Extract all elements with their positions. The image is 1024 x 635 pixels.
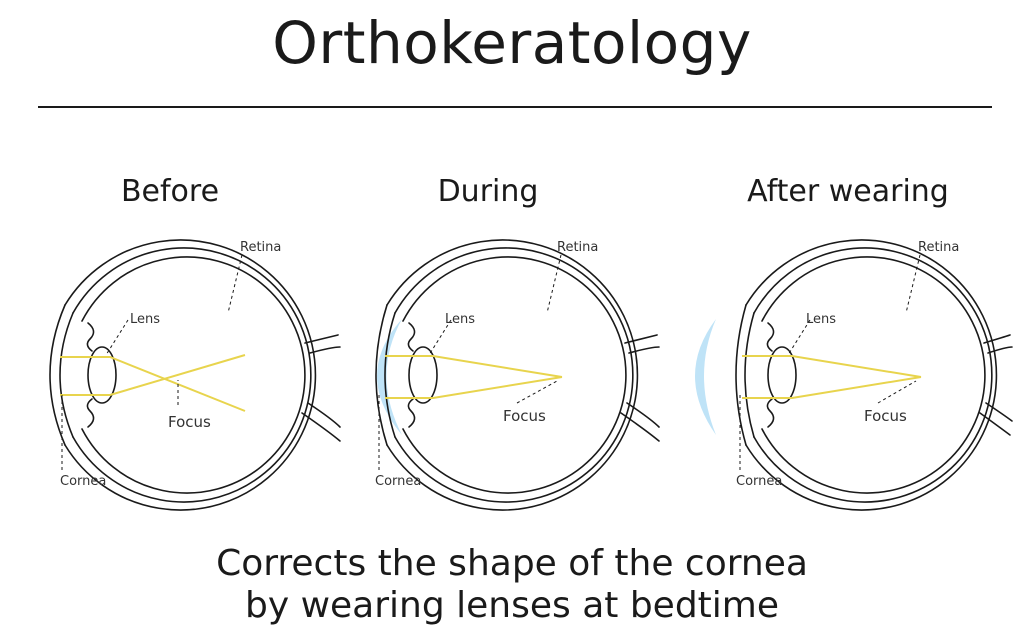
label-cornea: Cornea (736, 474, 782, 489)
optic-nerve-top (304, 334, 339, 344)
cornea-outer (735, 304, 747, 446)
light-ray-top (60, 356, 246, 412)
lens (87, 346, 117, 404)
heading-during: During (437, 174, 539, 209)
lens (767, 346, 797, 404)
label-lens: Lens (445, 312, 475, 327)
optic-nerve-bottom (979, 412, 1011, 436)
cornea-outer (375, 304, 388, 446)
eye-diagram-after-wearing: Retina Lens Focus Cornea (695, 239, 1013, 511)
sclera-inner (753, 247, 993, 503)
label-retina: Retina (240, 240, 281, 255)
light-ray-bottom (742, 376, 922, 399)
label-cornea: Cornea (60, 474, 106, 489)
sclera-outer (386, 239, 639, 511)
light-ray-top (742, 355, 922, 378)
contact-lens-removed (695, 319, 716, 435)
cornea-inner (744, 312, 755, 438)
light-ray-bottom (385, 376, 563, 399)
sclera-inner (394, 247, 634, 503)
label-focus: Focus (168, 413, 211, 431)
lens (408, 346, 438, 404)
optic-nerve-top (983, 334, 1011, 344)
label-lens: Lens (130, 312, 160, 327)
sclera-outer (745, 239, 998, 511)
cornea-outer (49, 304, 66, 446)
contact-lens (377, 319, 402, 435)
retina-line (402, 256, 627, 494)
retina-line (761, 256, 986, 494)
retina-line (81, 256, 306, 494)
caption: Corrects the shape of the cornea by wear… (0, 543, 1024, 627)
heading-after-wearing: After wearing (747, 174, 949, 209)
eye-diagram-during: Retina Lens Focus Cornea (375, 239, 660, 511)
light-ray-bottom (60, 354, 246, 396)
heading-before: Before (120, 174, 220, 209)
caption-line-1: Corrects the shape of the cornea (216, 543, 808, 584)
optic-nerve-top (624, 334, 658, 344)
cornea-inner (384, 312, 396, 438)
label-focus: Focus (864, 407, 907, 425)
sclera-outer (64, 239, 317, 511)
eye-diagram-before: Retina Lens Focus Cornea (49, 239, 341, 511)
sclera-inner (72, 247, 312, 503)
cornea-inner (59, 312, 74, 438)
title-divider (38, 106, 992, 108)
label-lens: Lens (806, 312, 836, 327)
optic-nerve-bottom (301, 412, 341, 442)
label-retina: Retina (918, 240, 959, 255)
label-focus: Focus (503, 407, 546, 425)
optic-nerve-bottom (620, 412, 660, 442)
label-retina: Retina (557, 240, 598, 255)
page-title: Orthokeratology (272, 9, 752, 77)
caption-line-2: by wearing lenses at bedtime (244, 585, 780, 626)
label-cornea: Cornea (375, 474, 421, 489)
light-ray-top (385, 355, 563, 378)
